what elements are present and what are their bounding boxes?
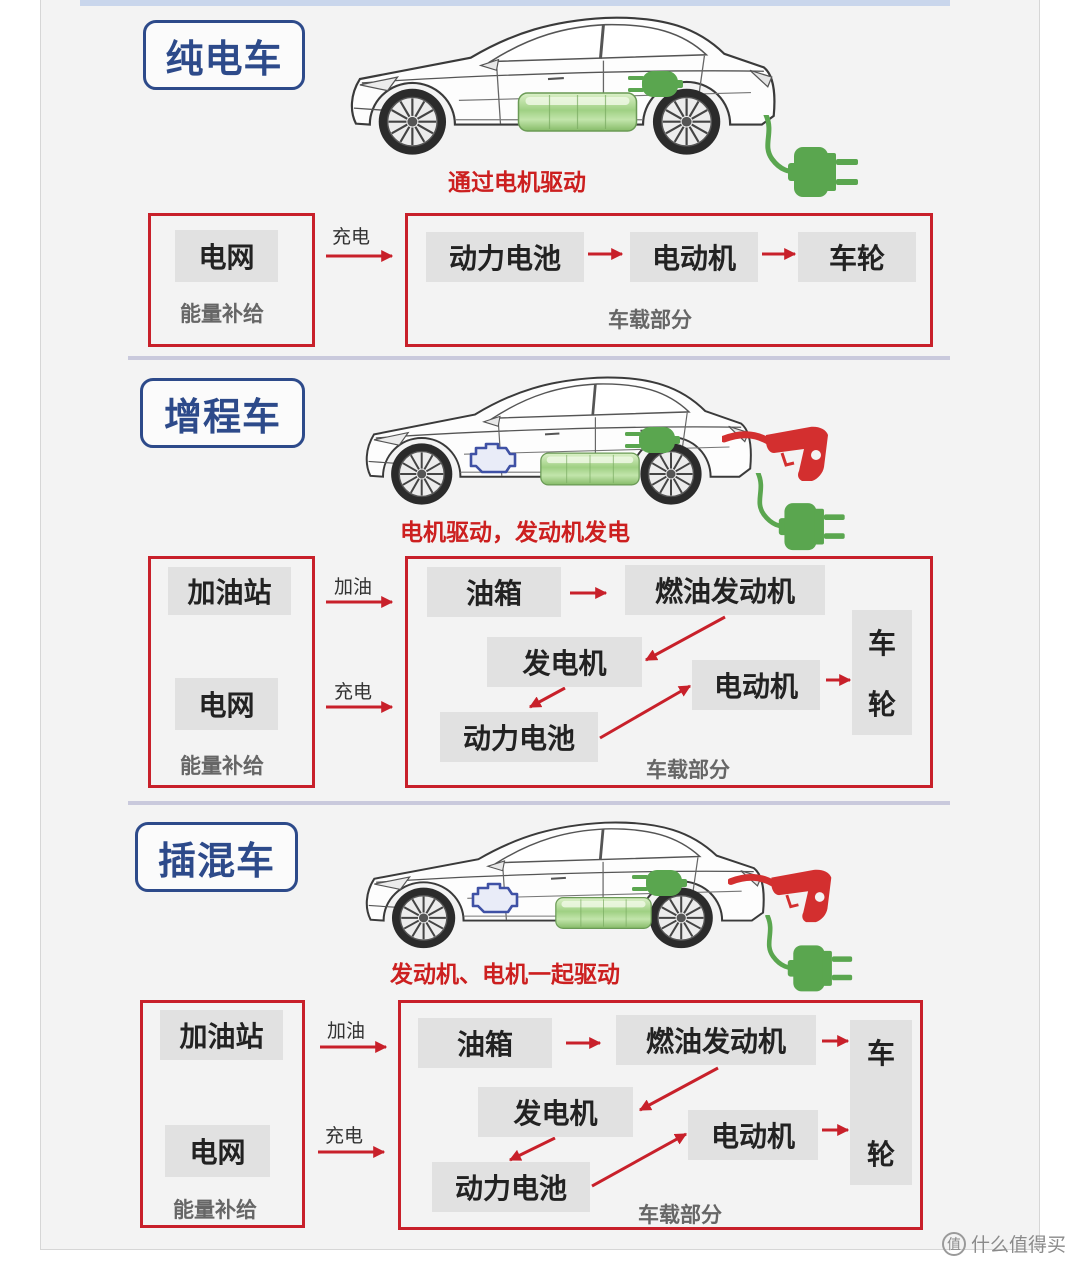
phev-wheel-char-top: 车	[866, 1037, 895, 1070]
phev-title: 插混车	[135, 822, 298, 892]
watermark-logo: 值	[942, 1231, 966, 1256]
bev-arrow-charge-label: 充电	[332, 226, 371, 248]
rear-wheel-icon	[648, 886, 714, 950]
bev-onboard-label: 车载部分	[608, 308, 692, 332]
phev-arrow-generator-battery	[508, 1136, 556, 1162]
erev-node-motor: 电动机	[692, 660, 820, 710]
section-divider	[128, 801, 950, 805]
phev-caption: 发动机、电机一起驱动	[390, 962, 620, 988]
erev-node-grid: 电网	[175, 678, 278, 730]
erev-arrow-charge-label: 充电	[334, 681, 373, 703]
bev-node-battery: 动力电池	[426, 232, 584, 282]
erev-title: 增程车	[140, 378, 305, 448]
front-wheel-icon	[390, 886, 457, 950]
watermark: 值 什么值得买	[942, 1230, 1066, 1257]
rear-wheel-icon	[651, 87, 722, 156]
phev-node-wheel: 车 轮	[850, 1020, 912, 1185]
phev-arrow-engine-generator	[638, 1066, 719, 1112]
erev-onboard-frame	[405, 556, 933, 788]
top-accent-bar	[80, 0, 950, 6]
bev-title: 纯电车	[143, 20, 305, 90]
section-divider	[128, 356, 950, 360]
erev-node-generator: 发电机	[487, 637, 642, 687]
watermark-text: 什么值得买	[971, 1234, 1067, 1256]
front-wheel-icon	[377, 87, 448, 156]
erev-arrow-generator-battery	[528, 686, 566, 709]
erev-arrow-battery-motor	[599, 684, 692, 740]
phev-onboard-label: 车载部分	[638, 1203, 722, 1227]
phev-supply-frame	[140, 1000, 305, 1228]
erev-arrow-fuel-label: 加油	[334, 576, 373, 598]
erev-node-engine: 燃油发动机	[625, 565, 825, 615]
phev-wheel-char-bottom: 轮	[866, 1138, 895, 1171]
charging-plug-icon	[768, 916, 853, 991]
erev-wheel-char-top: 车	[867, 627, 896, 660]
erev-node-tank: 油箱	[427, 567, 561, 617]
bev-caption: 通过电机驱动	[448, 170, 586, 196]
erev-wheel-char-bottom: 轮	[867, 688, 896, 721]
phev-node-engine: 燃油发动机	[616, 1015, 816, 1065]
bev-onboard-frame	[405, 213, 933, 347]
bev-supply-label: 能量补给	[180, 302, 264, 326]
erev-node-gas-station: 加油站	[168, 567, 291, 615]
phev-arrow-fuel-label: 加油	[327, 1020, 366, 1042]
bev-node-wheel: 车轮	[798, 232, 916, 282]
charging-plug-icon	[766, 115, 858, 197]
phev-node-generator: 发电机	[478, 1087, 633, 1137]
bev-supply-frame	[148, 213, 315, 347]
erev-supply-label: 能量补给	[180, 754, 264, 778]
phev-node-motor: 电动机	[688, 1110, 818, 1160]
bev-node-grid: 电网	[175, 230, 278, 282]
erev-arrow-engine-generator	[644, 615, 726, 662]
erev-node-battery: 动力电池	[440, 712, 598, 762]
battery-icon	[540, 452, 640, 486]
erev-supply-frame	[148, 556, 315, 788]
erev-onboard-label: 车载部分	[646, 758, 730, 782]
charging-plug-icon	[758, 473, 845, 550]
phev-arrow-charge-label: 充电	[325, 1125, 364, 1147]
phev-supply-label: 能量补给	[173, 1198, 257, 1222]
phev-node-gas-station: 加油站	[160, 1010, 283, 1060]
phev-arrow-battery-motor	[591, 1132, 688, 1188]
bev-node-motor: 电动机	[630, 232, 758, 282]
erev-caption: 电机驱动，发动机发电	[400, 520, 630, 546]
phev-node-grid: 电网	[165, 1125, 270, 1177]
phev-onboard-frame	[398, 1000, 923, 1230]
front-wheel-icon	[390, 442, 454, 506]
battery-icon	[555, 897, 652, 929]
bev-car-illustration	[350, 16, 858, 197]
phev-node-tank: 油箱	[418, 1018, 552, 1068]
battery-icon	[517, 92, 638, 132]
erev-node-wheel: 车 轮	[852, 610, 912, 735]
phev-node-battery: 动力电池	[432, 1162, 590, 1212]
